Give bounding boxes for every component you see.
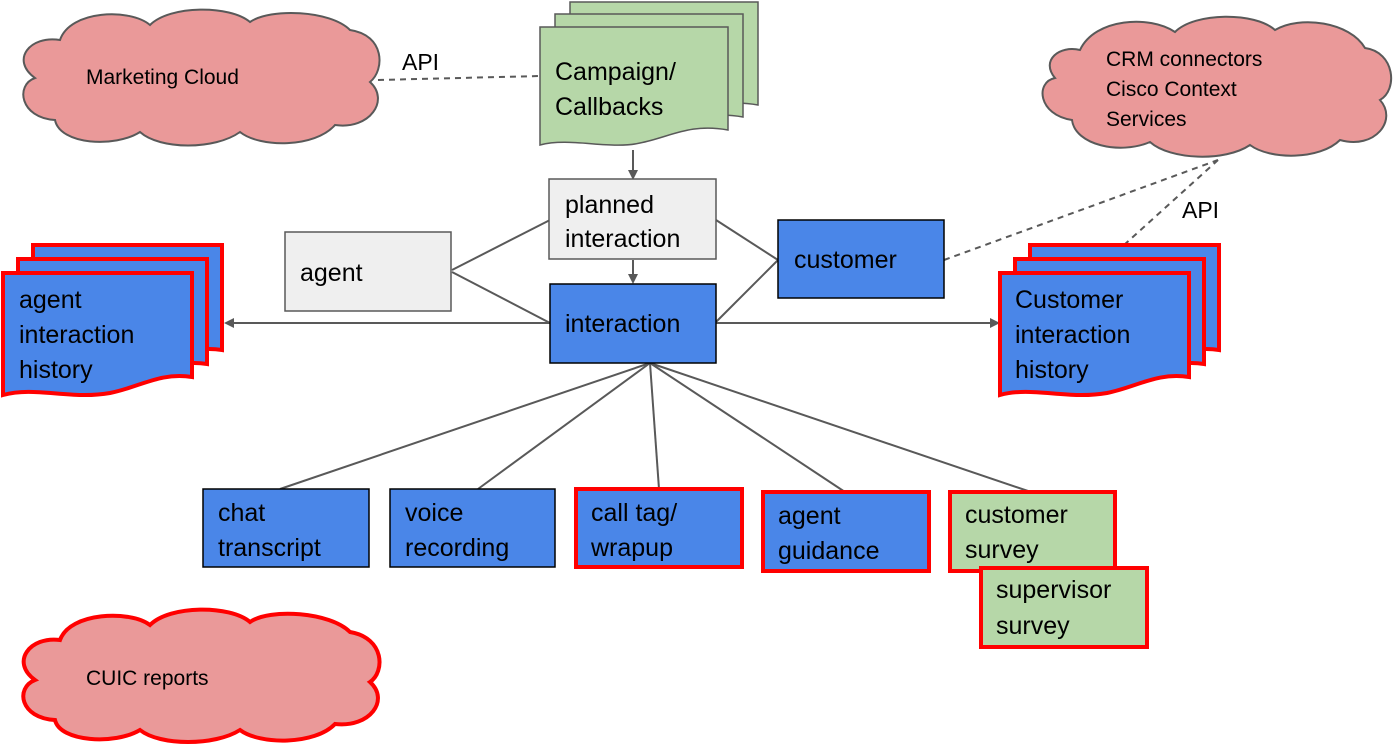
agent-history-line-3: history: [19, 356, 93, 384]
edge-marketing-campaign: [377, 75, 541, 81]
voice-line-1: voice: [405, 499, 463, 527]
edge-interaction-voice: [477, 362, 651, 490]
guidance-line-1: agent: [778, 502, 841, 530]
supervisor-survey-line-1: supervisor: [996, 576, 1111, 604]
customer-survey-node: customer survey: [948, 490, 1117, 573]
cuic-cloud-label: CUIC reports: [86, 667, 209, 690]
voice-recording-node: voice recording: [389, 488, 556, 568]
guidance-line-2: guidance: [778, 537, 879, 565]
cuic-cloud: CUIC reports: [21, 607, 382, 744]
customer-node: customer: [777, 219, 945, 299]
crm-cloud-line-1: CRM connectors: [1106, 48, 1262, 71]
api-label-marketing: API: [402, 49, 439, 75]
customer-history-node: Customer interaction history: [998, 243, 1221, 398]
interaction-label: interaction: [565, 310, 680, 338]
supervisor-survey-node: supervisor survey: [979, 566, 1149, 649]
edge-interaction-customer: [715, 259, 779, 323]
customer-survey-line-1: customer: [965, 501, 1068, 529]
call-tag-line-2: wrapup: [590, 534, 673, 562]
chat-line-1: chat: [218, 499, 265, 527]
customer-history-line-2: interaction: [1015, 321, 1130, 349]
edge-agent-planned: [451, 219, 551, 271]
marketing-cloud-label: Marketing Cloud: [86, 66, 239, 89]
crm-cloud: CRM connectors Cisco Context Services: [1041, 15, 1393, 158]
edge-agent-interaction: [451, 271, 551, 324]
customer-survey-line-2: survey: [965, 536, 1039, 564]
campaign-line-1: Campaign/: [555, 58, 676, 86]
connectors: [224, 75, 1219, 493]
edge-interaction-calltag: [649, 362, 660, 490]
edge-interaction-guidance: [649, 362, 846, 493]
supervisor-survey-line-2: survey: [996, 612, 1070, 640]
planned-line-2: interaction: [565, 225, 680, 253]
crm-cloud-line-3: Services: [1106, 108, 1187, 131]
agent-history-line-1: agent: [19, 286, 82, 314]
crm-cloud-line-2: Cisco Context: [1106, 78, 1237, 101]
interaction-node: interaction: [549, 283, 717, 364]
campaign-line-2: Callbacks: [555, 93, 663, 121]
agent-guidance-node: agent guidance: [761, 490, 931, 573]
chat-line-2: transcript: [218, 534, 321, 562]
customer-history-line-3: history: [1015, 356, 1089, 384]
customer-history-line-1: Customer: [1015, 286, 1123, 314]
agent-history-line-2: interaction: [19, 321, 134, 349]
customer-label: customer: [794, 246, 897, 274]
agent-history-node: agent interaction history: [1, 243, 224, 398]
agent-node: agent: [284, 231, 452, 312]
voice-line-2: recording: [405, 534, 509, 562]
edge-planned-customer: [715, 219, 779, 261]
edge-interaction-survey: [649, 362, 1032, 493]
planned-line-1: planned: [565, 191, 654, 219]
call-tag-node: call tag/ wrapup: [574, 487, 744, 569]
edge-customer-crm: [943, 159, 1219, 261]
edge-interaction-chat: [279, 362, 651, 490]
marketing-cloud: Marketing Cloud: [22, 8, 381, 147]
api-label-crm: API: [1182, 197, 1219, 223]
planned-interaction-node: planned interaction: [548, 178, 717, 260]
campaign-callbacks-node: Campaign/ Callbacks: [539, 1, 759, 146]
agent-label: agent: [300, 259, 363, 287]
chat-transcript-node: chat transcript: [202, 488, 370, 568]
call-tag-line-1: call tag/: [591, 499, 677, 527]
